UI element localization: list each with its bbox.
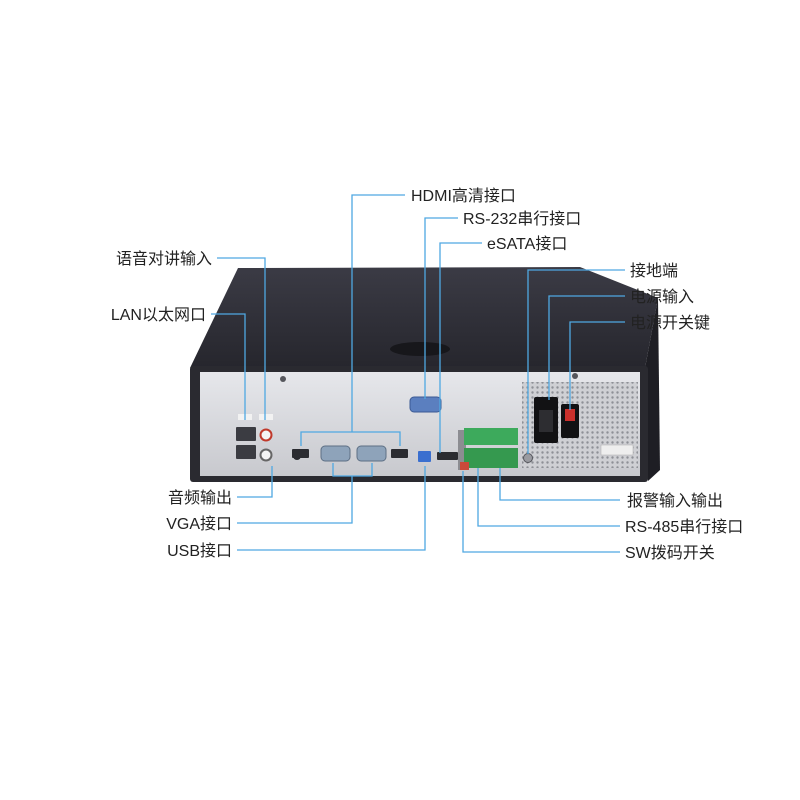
- vga-port-1: [320, 445, 351, 462]
- power-inlet-socket: [539, 410, 553, 432]
- power-input-leader-line: [548, 295, 625, 400]
- rating-sticker: [600, 444, 634, 456]
- power-switch-leader-line: [569, 321, 625, 410]
- chassis-right-side: [645, 298, 660, 481]
- rs485-leader-line: [477, 468, 620, 527]
- alarm-terminal-block-bottom: [464, 448, 518, 468]
- audio-in-jack: [259, 428, 273, 442]
- label-power-switch: 电源开关键: [630, 314, 710, 332]
- chassis-top-surface: [190, 267, 658, 368]
- lan-leader-line: [211, 313, 246, 420]
- leader-lines: [211, 194, 625, 553]
- audio-out-jack: [259, 448, 273, 462]
- panel-screw-right: [572, 373, 578, 379]
- lan-port-1: [236, 427, 256, 441]
- label-vga: VGA接口: [166, 515, 232, 533]
- io-ports: [236, 396, 518, 470]
- label-usb: USB接口: [167, 542, 232, 560]
- power-supply-area: [522, 382, 638, 468]
- esata-leader-line: [439, 242, 482, 453]
- dip-switch-leader-line: [462, 471, 620, 553]
- dip-switch: [460, 462, 469, 470]
- talkback-input-leader-line: [217, 257, 266, 420]
- hdmi-port-1: [292, 449, 309, 458]
- hdmi-bracket: [300, 431, 401, 446]
- label-hdmi: HDMI高清接口: [411, 187, 516, 205]
- lan-port-2: [236, 445, 256, 459]
- vga-bracket: [332, 463, 373, 477]
- label-lan: LAN以太网口: [111, 306, 206, 324]
- label-esata: eSATA接口: [487, 235, 567, 253]
- label-dip-switch: SW拨码开关: [625, 544, 715, 562]
- usb-leader-line: [237, 466, 426, 551]
- label-power-input: 电源输入: [630, 288, 694, 306]
- ground-leader-line: [527, 269, 625, 454]
- panel-screw-left: [280, 376, 286, 382]
- rs232-leader-line: [424, 217, 458, 399]
- usb-port: [418, 451, 431, 462]
- terminal-bracket: [458, 430, 466, 470]
- hdmi-leader-line: [351, 194, 405, 432]
- vga-port-2: [356, 445, 387, 462]
- chassis-top-foot-recess: [390, 342, 450, 356]
- power-switch-rocker: [565, 409, 575, 421]
- label-rs232: RS-232串行接口: [463, 210, 581, 228]
- esata-port: [437, 452, 458, 460]
- alarm-io-leader-line: [499, 468, 620, 501]
- vga-leader-line: [237, 476, 353, 524]
- rs232-db9-port: [409, 396, 442, 413]
- callout-labels: HDMI高清接口 RS-232串行接口 eSATA接口 接地端 电源输入 电源开…: [111, 187, 743, 562]
- label-rs485: RS-485串行接口: [625, 518, 743, 536]
- ground-terminal-screw: [523, 453, 533, 463]
- audio-output-leader-line: [237, 466, 273, 498]
- label-ground: 接地端: [630, 262, 678, 280]
- alarm-terminal-block-top: [464, 428, 518, 445]
- hdmi-port-2: [391, 449, 408, 458]
- label-alarm-io: 报警输入输出: [627, 492, 723, 510]
- audio-label-plate: [259, 414, 273, 420]
- label-talkback-input: 语音对讲输入: [116, 250, 212, 268]
- label-audio-output: 音频输出: [168, 489, 232, 507]
